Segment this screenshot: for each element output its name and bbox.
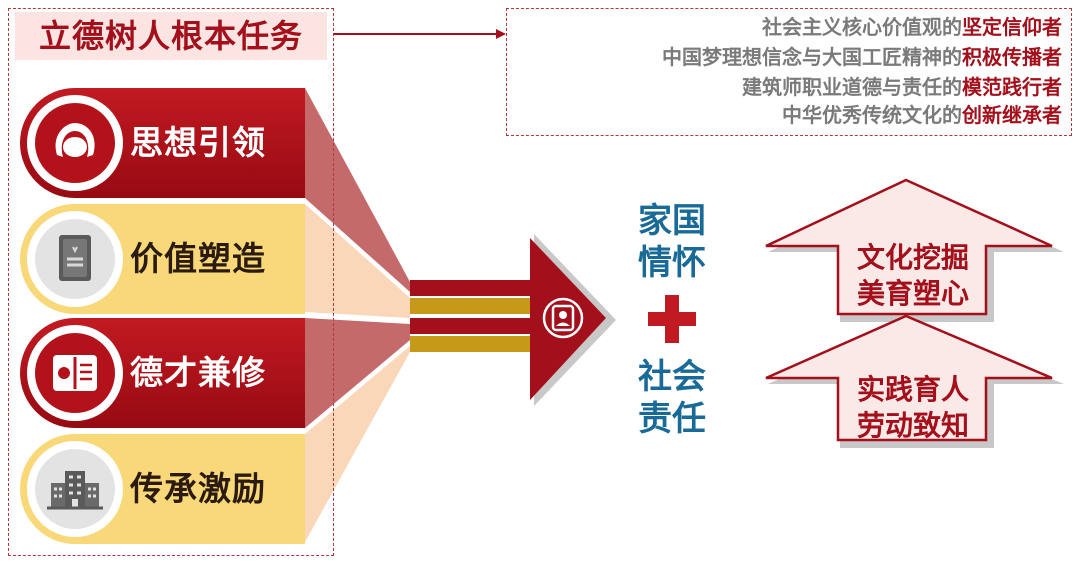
goal-line: 建筑师职业道德与责任的模范践行者 — [742, 75, 1062, 99]
gold-bar-icon — [59, 235, 91, 281]
stripe-1 — [410, 280, 540, 296]
pillar-label: 价值塑造 — [130, 239, 266, 278]
plus-vertical — [665, 295, 679, 343]
goal-line: 社会主义核心价值观的坚定信仰者 — [762, 15, 1062, 39]
goal-emphasis: 模范践行者 — [962, 75, 1062, 99]
connector-arrowhead — [496, 29, 506, 39]
stripe-2 — [410, 298, 540, 314]
pillar-icon-ring — [27, 325, 123, 421]
left-frame — [8, 8, 334, 556]
pillar-icon-ring — [27, 211, 123, 307]
goals-box — [506, 8, 1072, 136]
arrow-label-2: 实践育人 劳动致知 — [856, 373, 969, 442]
pillar-icon-ring — [27, 95, 123, 191]
book-icon — [53, 355, 97, 391]
triangle-head — [530, 238, 606, 400]
title-background — [15, 12, 327, 60]
funnel-wedge-1 — [305, 88, 410, 292]
center-bottom-text: 社会 责任 — [638, 357, 706, 439]
goal-emphasis: 积极传播者 — [962, 45, 1062, 69]
pillar-label: 德才兼修 — [130, 353, 266, 392]
stripe-4 — [410, 336, 540, 352]
arrow-up-1 — [765, 178, 1064, 322]
stripe-3 — [410, 318, 540, 334]
funnel-wedge-4 — [305, 346, 410, 542]
funnel-wedge-3 — [305, 318, 410, 428]
center-top-text: 家国 情怀 — [638, 201, 706, 283]
goal-emphasis: 创新继承者 — [962, 103, 1062, 127]
goal-emphasis: 坚定信仰者 — [962, 15, 1062, 39]
main-title: 立德树人根本任务 — [38, 17, 303, 55]
goal-line: 中国梦理想信念与大国工匠精神的积极传播者 — [662, 45, 1062, 69]
funnel-wedge-2 — [305, 204, 410, 318]
headset-icon — [55, 123, 95, 157]
person-badge-icon — [542, 297, 584, 339]
pillar-label: 传承激励 — [130, 469, 266, 508]
building-icon — [47, 471, 103, 510]
goal-line: 中华优秀传统文化的创新继承者 — [782, 103, 1062, 127]
arrow-label-1: 文化挖掘 美育塑心 — [856, 241, 969, 310]
arrow-up-2 — [765, 314, 1064, 448]
pillar-icon-ring — [27, 441, 123, 537]
pillar-label: 思想引领 — [130, 123, 266, 162]
